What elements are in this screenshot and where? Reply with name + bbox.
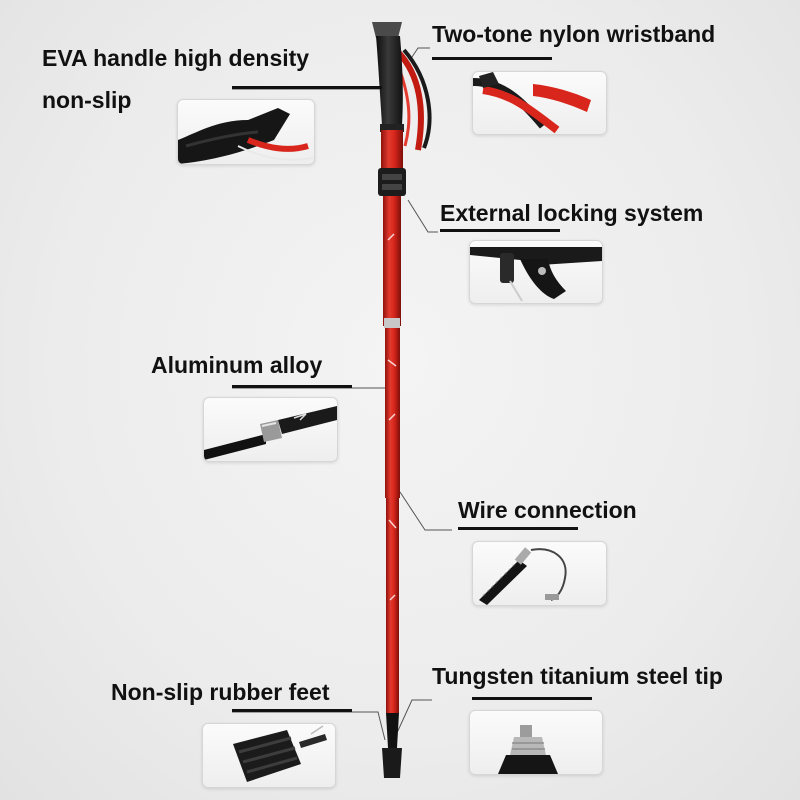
tip-label: Tungsten titanium steel tip [432,663,723,689]
handle-label-line1: EVA handle high density [42,45,310,71]
wire-label: Wire connection [458,497,637,523]
lock-closeup [469,240,603,304]
rubber-foot-closeup-icon [233,725,327,782]
locking-label: External locking system [440,200,704,226]
rubber-foot-closeup [202,723,336,788]
trekking-pole [372,22,432,778]
wristband-closeup [472,71,607,135]
wristband-closeup-icon [473,72,591,134]
handle-closeup-icon [178,108,314,164]
alloy-underline [232,385,352,388]
lock-closeup-icon [470,247,602,302]
locking-underline [440,229,560,232]
steel-tip-closeup-icon [498,725,558,774]
handle-label-line2: non-slip [42,87,132,113]
wire-closeup-icon [479,547,567,605]
handle-underline [232,86,382,89]
feet-underline [232,709,352,712]
tip-underline [472,697,592,700]
wristband-underline [432,57,552,60]
wire-underline [458,527,578,530]
wire-closeup [472,541,607,606]
alloy-closeup-icon [204,406,337,460]
alloy-label: Aluminum alloy [151,352,323,378]
handle-closeup [177,99,315,165]
wristband-label: Two-tone nylon wristband [432,21,716,47]
connector-lines [232,47,452,741]
alloy-closeup [203,397,338,462]
steel-tip-closeup [469,710,603,775]
feet-label: Non-slip rubber feet [111,679,330,705]
